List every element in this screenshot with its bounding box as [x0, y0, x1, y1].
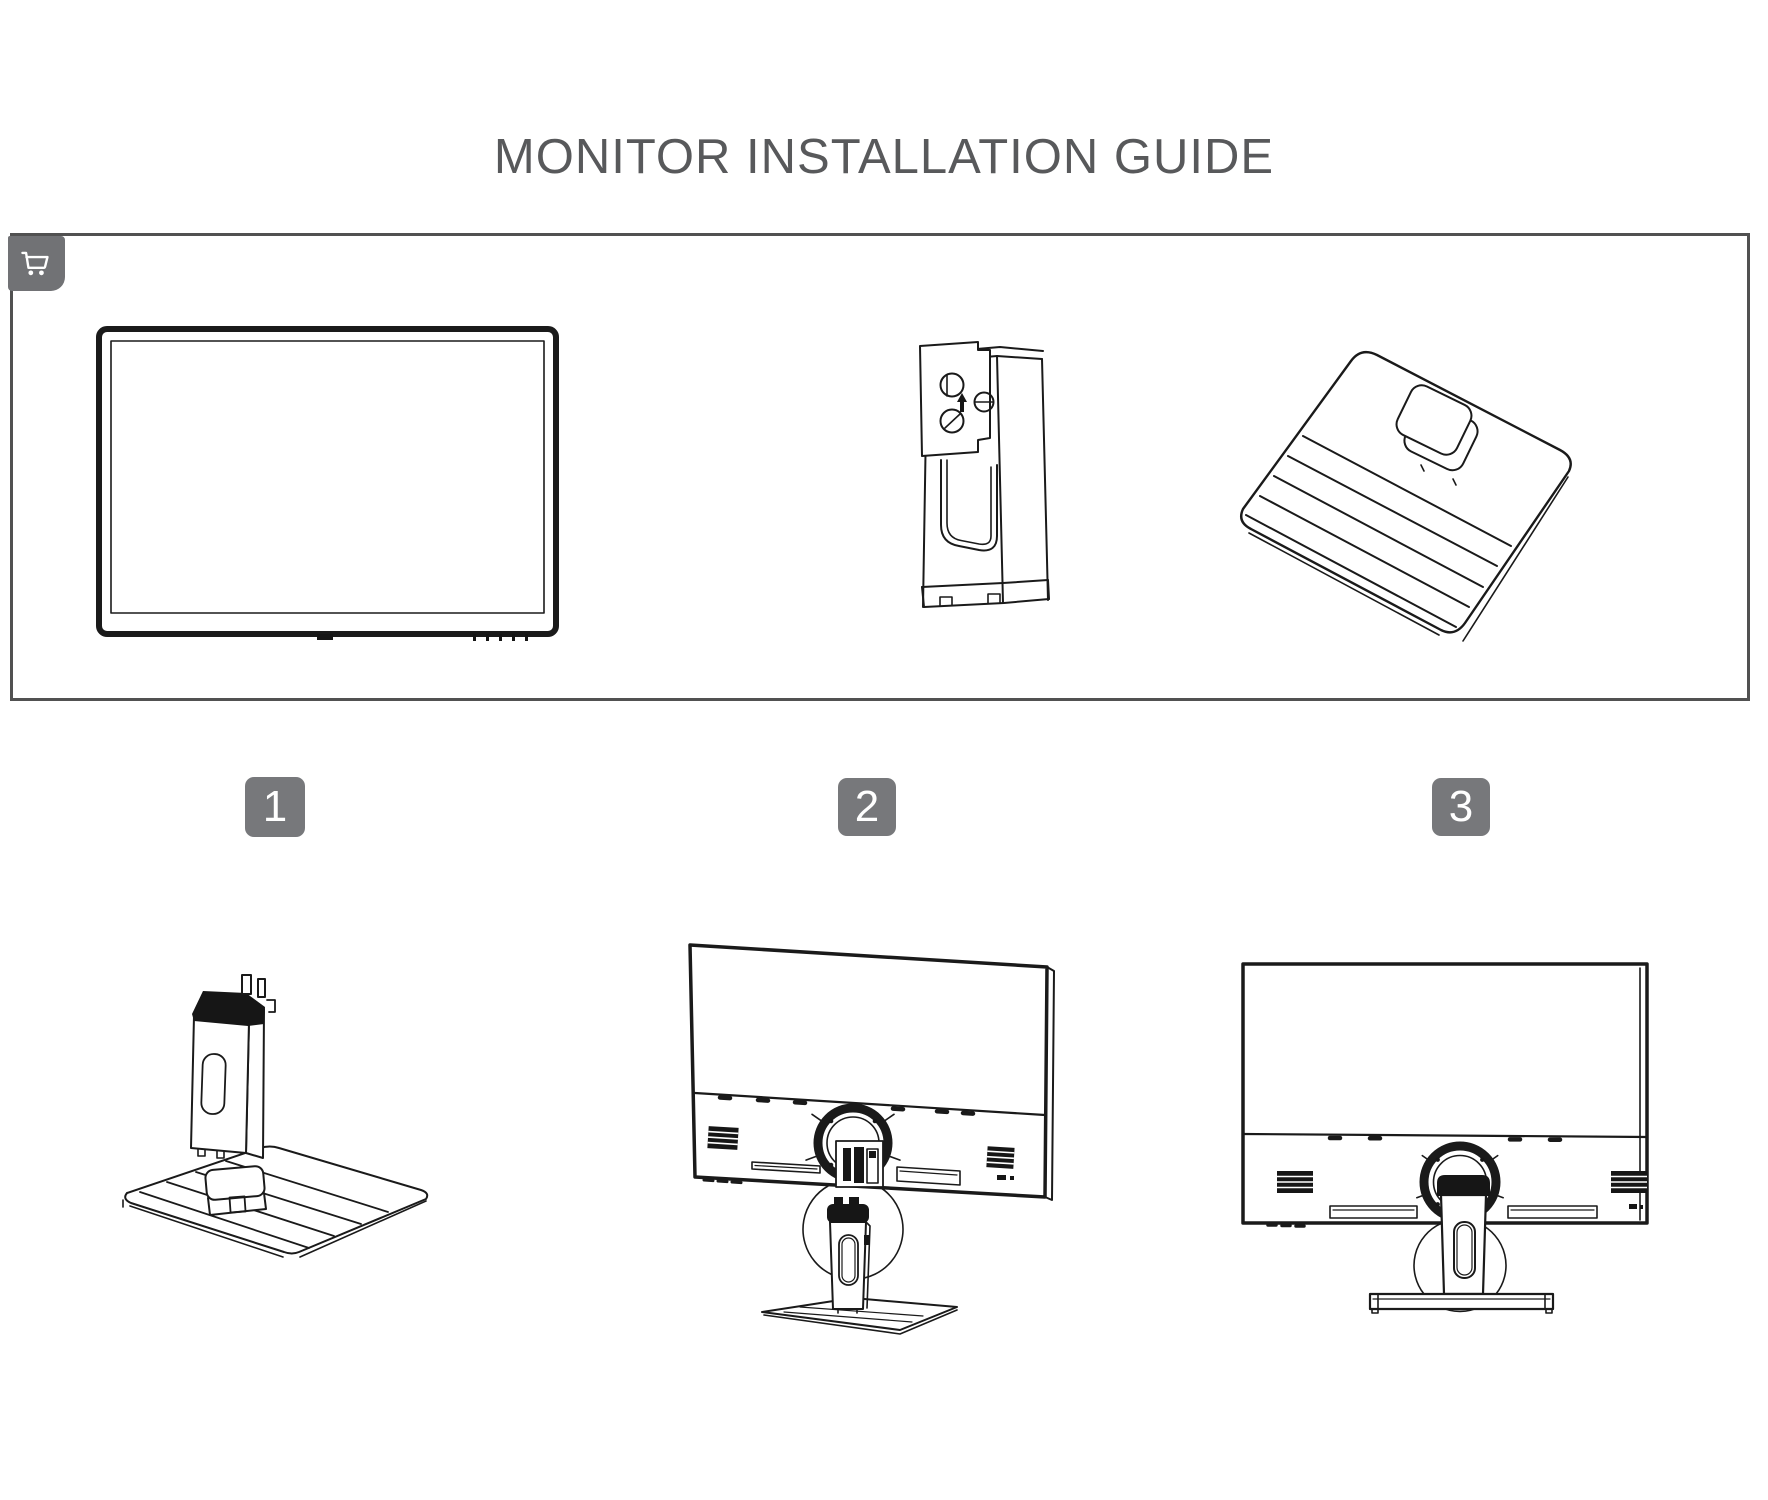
stand-assembly	[1368, 1175, 1555, 1314]
step-1-badge: 1	[245, 777, 305, 837]
shopping-cart-icon	[20, 251, 49, 275]
stand-assembly	[761, 1197, 958, 1335]
vent-left	[707, 1126, 739, 1150]
hinge-clips	[717, 1095, 976, 1116]
step-2-badge: 2	[838, 778, 896, 836]
step-1-illustration	[122, 974, 429, 1258]
vent-right	[986, 1146, 1015, 1169]
mounting-bracket-detail	[939, 372, 995, 434]
part-stand-base-plate	[1240, 350, 1572, 642]
monitor-buttons	[473, 634, 528, 641]
base-ridges	[1245, 435, 1512, 628]
step-2-illustration	[688, 943, 1055, 1335]
hinge-clips	[1327, 1135, 1563, 1142]
shopping-cart-badge	[8, 236, 65, 291]
step-3-illustration	[1241, 962, 1649, 1314]
page-title: MONITOR INSTALLATION GUIDE	[493, 130, 1275, 184]
vent-right	[1611, 1171, 1647, 1193]
arrow-up-icon	[957, 393, 967, 412]
part-stand-column	[919, 341, 1050, 608]
part-monitor-panel-front	[96, 326, 559, 641]
vent-left	[1277, 1171, 1313, 1193]
step-3-badge: 3	[1432, 778, 1490, 836]
